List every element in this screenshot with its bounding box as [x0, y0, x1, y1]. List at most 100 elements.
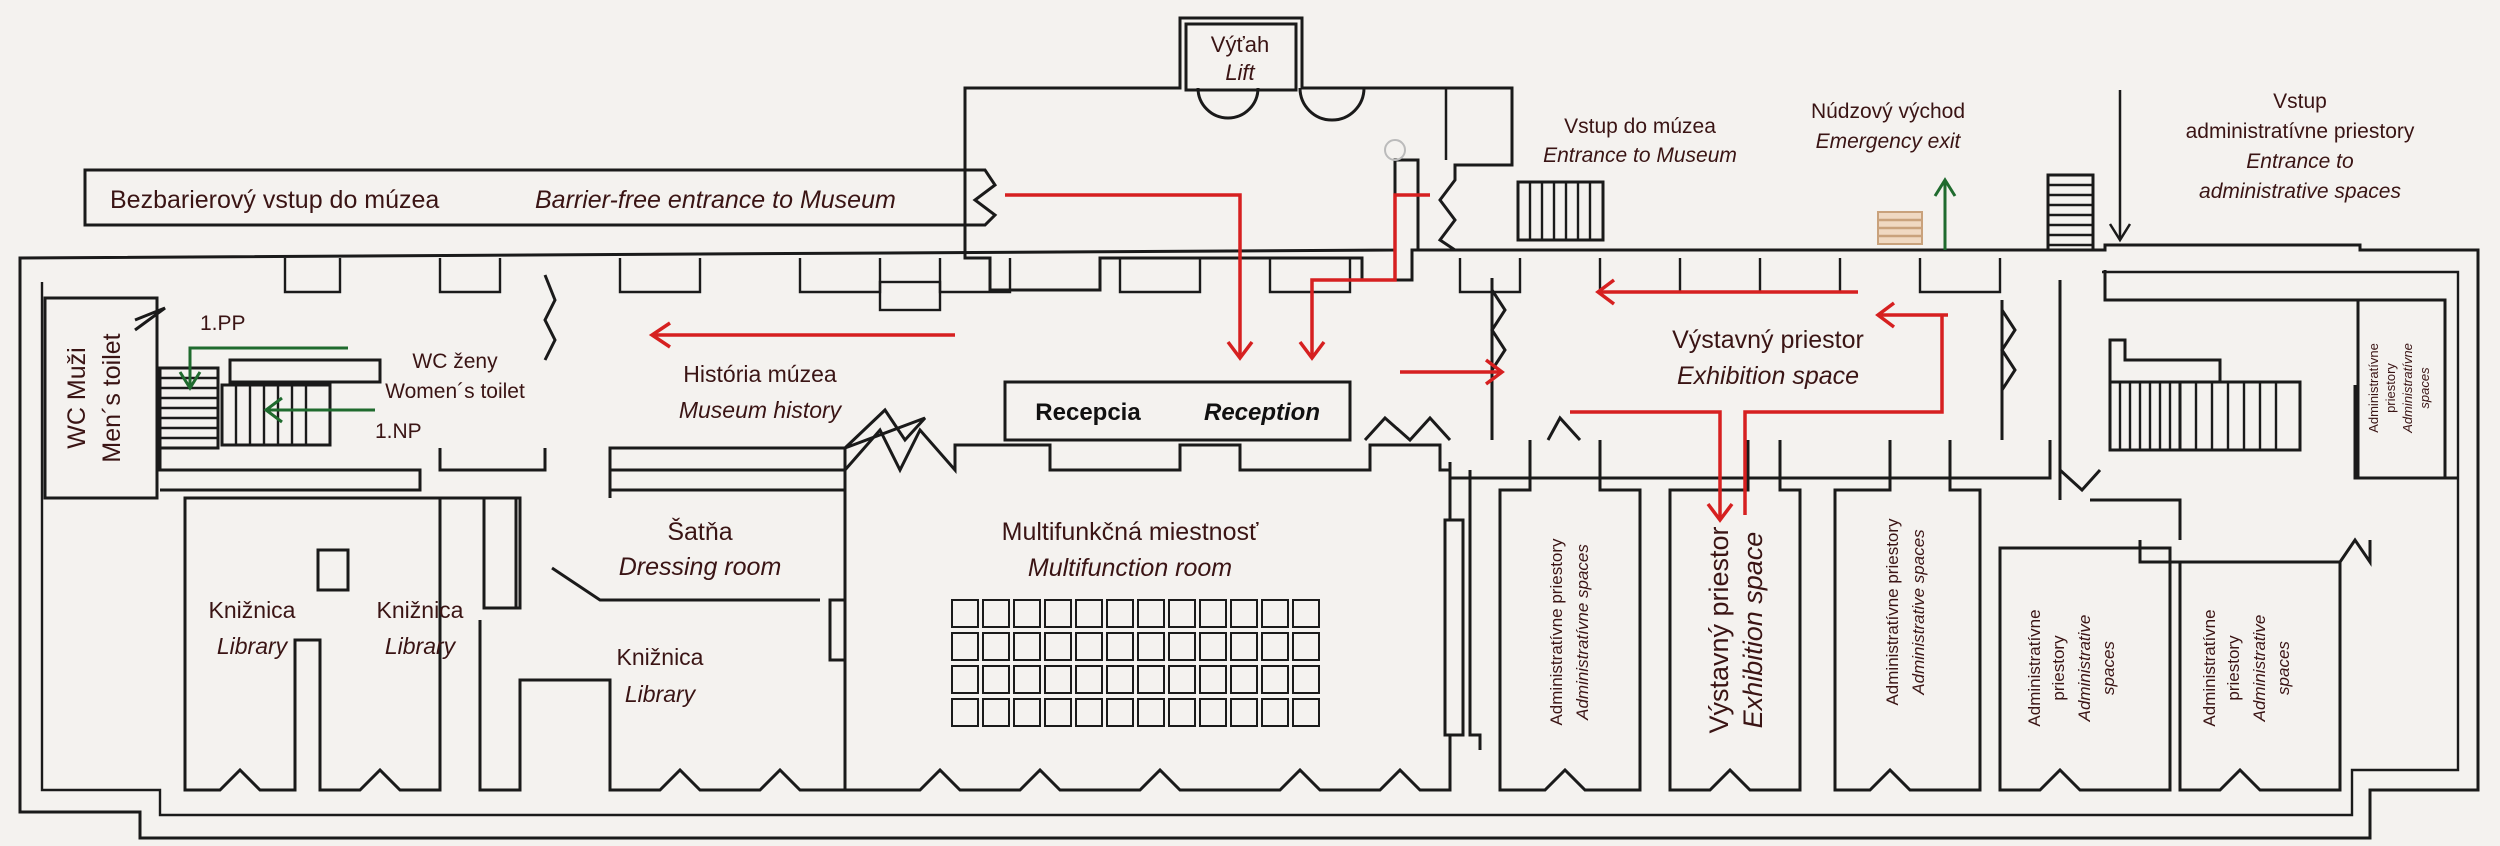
seat: [1261, 665, 1289, 694]
seat: [1137, 632, 1165, 661]
admin-small-label-en2: spaces: [2417, 367, 2432, 409]
lift-block: [963, 16, 1514, 292]
seat: [1168, 632, 1196, 661]
reception-label-en: Reception: [1204, 399, 1320, 426]
admin-entrance-sk-1: Vstup: [2273, 90, 2327, 113]
admin-5-label-sk2: priestory: [2224, 635, 2243, 701]
admin-5-label-en1: Administrative: [2250, 615, 2269, 723]
level-pp-label: 1.PP: [200, 312, 246, 335]
seat: [1261, 599, 1289, 628]
main-entrance-stairs: [1516, 180, 1605, 242]
seat: [1230, 599, 1258, 628]
admin-4-label-sk2: priestory: [2049, 635, 2068, 701]
admin-4-label-sk1: Administratívne: [2025, 609, 2044, 726]
admin-inner-stairs: [2108, 338, 2302, 452]
wc-women-label-sk: WC ženy: [412, 350, 498, 373]
seat: [1230, 632, 1258, 661]
seat: [982, 698, 1010, 727]
library-3-label-sk: Knižnica: [617, 644, 704, 670]
history-label-en: Museum history: [679, 397, 843, 423]
barrier-free-label-en: Barrier-free entrance to Museum: [535, 186, 896, 214]
entrance-label-en: Entrance to Museum: [1543, 144, 1737, 167]
seat: [1292, 698, 1320, 727]
seat: [951, 632, 979, 661]
seat: [1106, 632, 1134, 661]
multifunction-label-en: Multifunction room: [1028, 554, 1232, 582]
dressing-label-sk: Šatňa: [667, 517, 732, 546]
seat: [1044, 665, 1072, 694]
dressing-label-en: Dressing room: [619, 553, 782, 581]
admin-entrance-stairs: [2046, 173, 2095, 252]
stair-links: [178, 90, 2132, 424]
emergency-label-en: Emergency exit: [1816, 130, 1962, 153]
seat: [1168, 599, 1196, 628]
admin-entrance-en-1: Entrance to: [2246, 150, 2354, 173]
seat: [1199, 632, 1227, 661]
admin-5-label-sk1: Administratívne: [2200, 609, 2219, 726]
seat: [1013, 632, 1041, 661]
admin-small-label-sk1: Administratívne: [2366, 343, 2381, 433]
seat: [1292, 599, 1320, 628]
library-2-label-sk: Knižnica: [377, 597, 464, 623]
wc-men-label-sk: WC Muži: [63, 347, 91, 448]
lower-rooms: [183, 270, 2447, 792]
admin-3-label-en: Administrative spaces: [1909, 529, 1928, 696]
seat: [1013, 698, 1041, 727]
library-3-label-en: Library: [625, 681, 697, 707]
seat: [1230, 665, 1258, 694]
seat: [1075, 599, 1103, 628]
seat: [1230, 698, 1258, 727]
seat: [1044, 698, 1072, 727]
seat: [1013, 665, 1041, 694]
seat: [1044, 632, 1072, 661]
emergency-label-sk: Núdzový východ: [1811, 100, 1965, 123]
seat: [951, 665, 979, 694]
level-np-label: 1.NP: [375, 420, 422, 443]
facade-bays: [283, 258, 2002, 312]
barrier-free-label-sk: Bezbarierový vstup do múzea: [110, 186, 439, 214]
exhibition-vertical-label-sk: Výstavný priestor: [1704, 526, 1734, 733]
seat: [1044, 599, 1072, 628]
seat: [982, 665, 1010, 694]
exhibition-label-sk: Výstavný priestor: [1672, 326, 1864, 354]
seat: [982, 599, 1010, 628]
seat: [1199, 698, 1227, 727]
seat: [1292, 665, 1320, 694]
entrance-label-sk: Vstup do múzea: [1564, 115, 1716, 138]
seat: [1137, 698, 1165, 727]
seat: [1106, 599, 1134, 628]
seat: [951, 599, 979, 628]
multifunction-label-sk: Multifunkčná miestnosť: [1002, 518, 1259, 546]
seat: [1137, 599, 1165, 628]
lift-label-sk: Výťah: [1211, 32, 1269, 57]
seat: [951, 698, 979, 727]
seat: [982, 632, 1010, 661]
seat: [1075, 698, 1103, 727]
exhibition-vertical-label-en: Exhibition space: [1738, 532, 1768, 729]
library-1-label-sk: Knižnica: [209, 597, 296, 623]
admin-small-label-sk2: priestory: [2383, 363, 2398, 413]
wc-men-label-en: Men´s toilet: [98, 333, 126, 462]
lift-label-en: Lift: [1225, 60, 1255, 85]
seat: [1013, 599, 1041, 628]
seat: [1106, 665, 1134, 694]
barrier-free-entrance-bar: [83, 168, 998, 227]
seat: [1261, 632, 1289, 661]
building-outline: [18, 158, 2480, 840]
admin-5-label-en2: spaces: [2274, 641, 2293, 695]
seat: [1168, 665, 1196, 694]
labels: Výťah Lift Bezbarierový vstup do múzea B…: [63, 32, 2432, 734]
wc-men-room: [43, 296, 166, 500]
library-2-label-en: Library: [385, 633, 457, 659]
admin-1-label-sk: Administratívne priestory: [1547, 538, 1566, 726]
reception-label-sk: Recepcia: [1035, 399, 1141, 426]
seat: [1199, 665, 1227, 694]
admin-entrance-sk-2: administratívne priestory: [2186, 120, 2415, 143]
seat: [1261, 698, 1289, 727]
admin-entrance-en-2: administrative spaces: [2199, 180, 2401, 203]
visitor-route: [648, 193, 1948, 523]
seat: [1075, 665, 1103, 694]
admin-small-label-en1: Administratívne: [2400, 343, 2415, 434]
seat: [1106, 698, 1134, 727]
